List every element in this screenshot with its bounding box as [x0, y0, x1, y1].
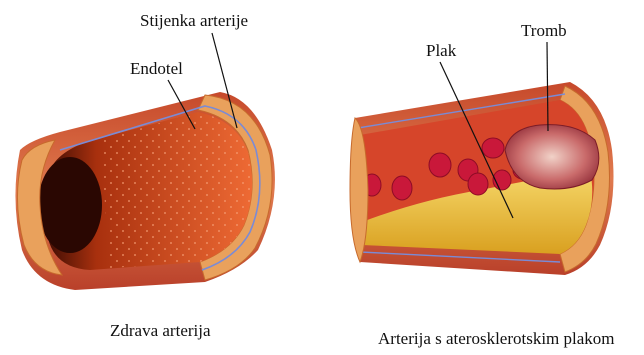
healthy-lumen-opening	[38, 157, 102, 253]
diseased-artery	[350, 82, 614, 275]
label-vessel-wall: Stijenka arterije	[140, 12, 248, 29]
label-endothelium: Endotel	[130, 60, 183, 77]
caption-healthy-artery: Zdrava arterija	[110, 322, 211, 339]
label-plaque: Plak	[426, 42, 456, 59]
healthy-artery	[15, 92, 274, 290]
label-thrombus: Tromb	[521, 22, 567, 39]
caption-diseased-artery: Arterija s aterosklerotskim plakom	[378, 330, 615, 347]
